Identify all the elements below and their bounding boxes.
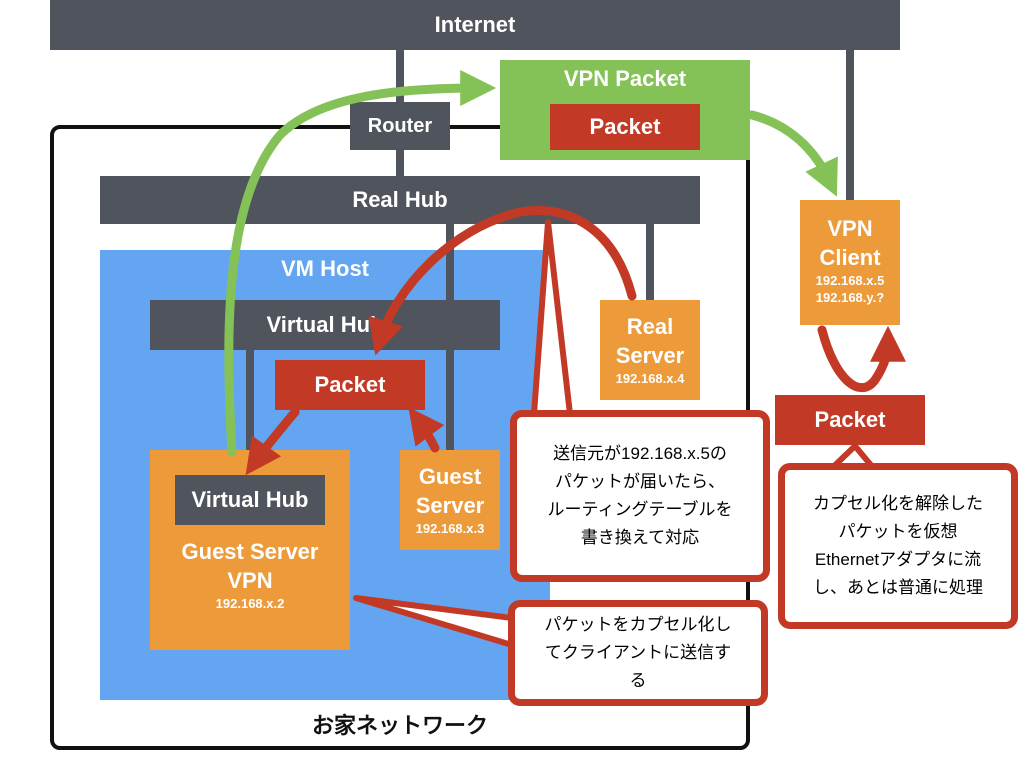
vm-host-label: VM Host xyxy=(281,256,369,281)
guest-server-ip: 192.168.x.3 xyxy=(415,521,485,536)
arrow-vpn-packet-to-client xyxy=(747,110,838,197)
internet-bar: Internet xyxy=(50,0,900,50)
real-server-line2: Server xyxy=(615,343,685,368)
arrow-packet-to-guest-vpn xyxy=(245,407,300,476)
vpn-packet-inner-label: Packet xyxy=(589,114,661,139)
guest-server-vpn: Virtual Hub Guest Server VPN 192.168.x.2 xyxy=(150,450,350,650)
real-hub-bar: Real Hub xyxy=(100,176,700,224)
vhub-guest-vpn-line xyxy=(246,350,254,475)
vpn-client-line2: Client xyxy=(819,245,881,270)
packet-vm-label: Packet xyxy=(314,372,386,397)
callout-routing-line4: 書き換えて対応 xyxy=(580,528,700,547)
internet-label: Internet xyxy=(434,12,516,37)
callout-encapsulate-pointer xyxy=(353,595,515,648)
callout-decapsulate: カプセル化を解除した パケットを仮想 Ethernetアダプタに流 し、あとは普… xyxy=(778,463,1018,629)
home-network-label: お家ネットワーク xyxy=(311,713,488,738)
vpn-packet: VPN Packet Packet xyxy=(500,60,750,160)
callout-routing-line3: ルーティングテーブルを xyxy=(547,500,733,519)
real-server: Real Server 192.168.x.4 xyxy=(600,300,700,400)
vm-virtual-hub-bar: Virtual Hub xyxy=(150,300,500,350)
callout-encapsulate-line3: る xyxy=(629,671,647,690)
callout-decapsulate-line4: し、あとは普通に処理 xyxy=(813,578,983,597)
router-hub-line xyxy=(396,148,404,178)
vm-virtual-hub-label: Virtual Hub xyxy=(266,312,384,337)
real-server-line1: Real xyxy=(626,314,674,339)
callout-decapsulate-line3: Ethernetアダプタに流 xyxy=(814,550,982,569)
packet-client-label: Packet xyxy=(814,407,886,432)
vpn-client-ip2: 192.168.y.? xyxy=(815,290,885,305)
guest-server: Guest Server 192.168.x.3 xyxy=(400,450,500,550)
callout-encapsulate: パケットをカプセル化し てクライアントに送信す る xyxy=(508,600,768,706)
real-hub-real-server-line xyxy=(646,224,654,300)
guest-server-line2: Server xyxy=(415,493,485,518)
callout-encapsulate-line1: パケットをカプセル化し xyxy=(544,615,732,634)
guest-vpn-virtual-hub: Virtual Hub xyxy=(175,475,325,525)
packet-client: Packet xyxy=(775,395,925,445)
guest-vpn-virtual-hub-label: Virtual Hub xyxy=(191,487,309,512)
internet-router-line xyxy=(396,50,404,110)
packet-vm: Packet xyxy=(275,360,425,410)
internet-vpn-client-line xyxy=(846,50,854,202)
guest-vpn-ip: 192.168.x.2 xyxy=(215,596,285,611)
arrow-guest-vpn-to-vpn-packet xyxy=(224,70,497,457)
callout-routing-pointer xyxy=(531,219,573,417)
arrow-client-loop xyxy=(817,325,906,393)
vpn-packet-label: VPN Packet xyxy=(563,66,687,91)
router-box: Router xyxy=(350,102,450,150)
real-hub-label: Real Hub xyxy=(352,187,448,212)
arrow-guest-server-to-packet xyxy=(408,407,445,453)
vpn-client-line1: VPN xyxy=(827,216,873,241)
callout-routing-line2: パケットが届いたら、 xyxy=(555,472,725,491)
real-hub-vm-line xyxy=(446,224,454,300)
guest-server-line1: Guest xyxy=(418,464,482,489)
callout-decapsulate-line1: カプセル化を解除した xyxy=(813,494,983,513)
router-label: Router xyxy=(367,114,433,137)
real-server-ip: 192.168.x.4 xyxy=(615,371,685,386)
callout-decapsulate-line2: パケットを仮想 xyxy=(838,522,958,541)
vpn-client-ip1: 192.168.x.5 xyxy=(815,273,885,288)
vhub-guest-server-line xyxy=(446,350,454,450)
vpn-client: VPN Client 192.168.x.5 192.168.y.? xyxy=(800,200,900,325)
callout-routing-line1: 送信元が192.168.x.5の xyxy=(553,444,727,463)
arrow-real-server-to-packet xyxy=(368,205,637,356)
guest-vpn-title-line2: VPN xyxy=(227,568,273,593)
guest-vpn-title-line1: Guest Server xyxy=(181,539,319,564)
vpn-packet-inner: Packet xyxy=(550,104,700,150)
callout-routing: 送信元が192.168.x.5の パケットが届いたら、 ルーティングテーブルを … xyxy=(510,410,770,582)
callout-encapsulate-line2: てクライアントに送信す xyxy=(544,643,732,662)
